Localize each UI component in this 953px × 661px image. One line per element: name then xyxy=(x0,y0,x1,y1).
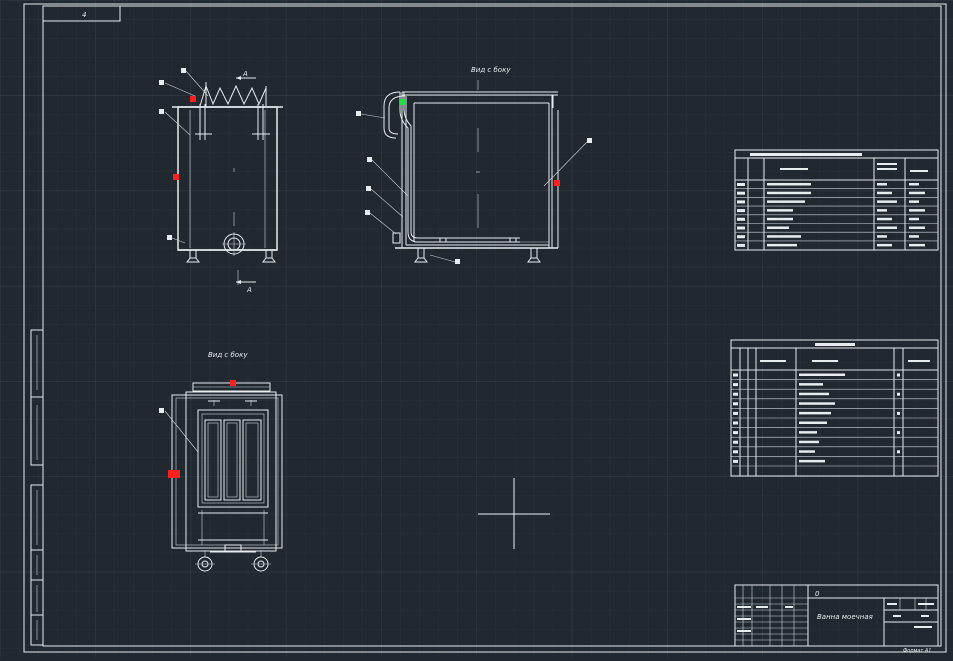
corner-stamp: 4 xyxy=(42,5,121,22)
parts-table-lower xyxy=(730,339,939,477)
cursor-crosshair[interactable] xyxy=(478,478,550,549)
red-marker xyxy=(173,174,179,180)
section-view-title: Вид с боку xyxy=(471,66,511,74)
section-mark-bottom: А xyxy=(246,286,252,294)
section-view[interactable]: Вид с боку xyxy=(356,66,592,264)
red-marker xyxy=(190,96,196,102)
drawing-designation: 0 xyxy=(815,590,820,598)
green-marker xyxy=(400,99,406,105)
title-block: 0 Ванна моечная Формат А1 xyxy=(734,584,939,654)
corner-label: 4 xyxy=(82,11,86,19)
parts-table-upper xyxy=(734,149,939,251)
sheet-format: Формат А1 xyxy=(903,648,931,654)
left-margin-stamps xyxy=(30,329,44,646)
top-view-title: Вид с боку xyxy=(208,351,248,359)
sheet-outer-frame xyxy=(23,3,947,653)
sheet-inner-frame xyxy=(42,5,942,647)
red-marker xyxy=(168,470,180,478)
red-marker xyxy=(554,180,560,186)
section-mark-top: А xyxy=(242,70,248,78)
top-view[interactable]: Вид с боку xyxy=(159,351,283,572)
drawing-title: Ванна моечная xyxy=(817,613,873,621)
red-marker xyxy=(230,380,236,386)
front-view[interactable]: А А xyxy=(159,68,283,294)
